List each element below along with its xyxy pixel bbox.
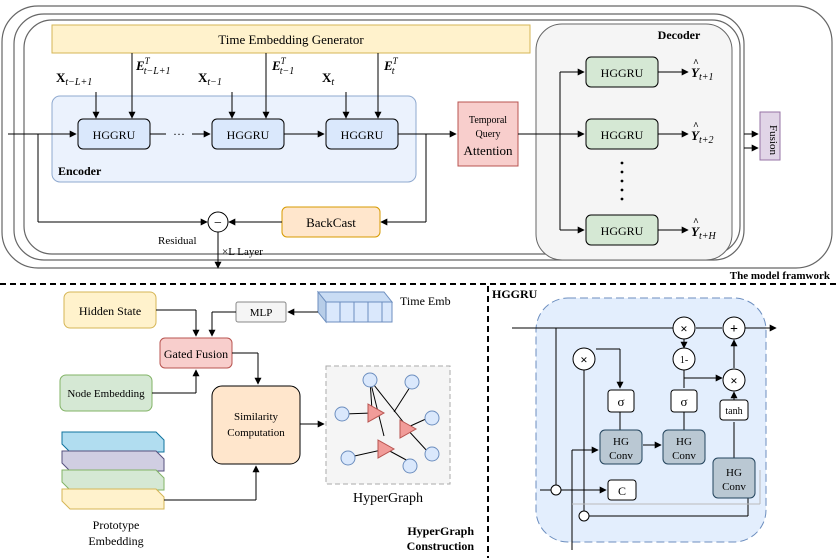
- svg-text:1-: 1-: [680, 355, 688, 366]
- hggru-section: HGGRU × ×: [492, 287, 777, 550]
- tqa-line-1: Temporal: [469, 115, 507, 126]
- hggru-title: HGGRU: [492, 287, 538, 301]
- output-y-1: Yt+1 ^: [691, 58, 713, 83]
- svg-text:Xt−L+1: Xt−L+1: [56, 70, 92, 88]
- svg-text:×: ×: [580, 352, 587, 367]
- framework-caption: The model framwork: [730, 270, 831, 282]
- hypergraph-label: HyperGraph: [353, 491, 423, 506]
- svg-text:^: ^: [693, 58, 699, 69]
- decoder-vertical-ellipsis: [620, 161, 624, 201]
- hggru-junction-1: [550, 484, 562, 496]
- hggru-multiply-right: [722, 368, 746, 392]
- hypergraph-nodes: [334, 372, 440, 474]
- encoder-label: Encoder: [58, 164, 102, 178]
- encoder-hggru-3-label: HGGRU: [341, 128, 384, 142]
- time-embedding-generator-box: [51, 24, 531, 54]
- svg-text:^: ^: [693, 217, 699, 228]
- decoder-hggru-1-label: HGGRU: [601, 66, 644, 80]
- hggru-sigma-1: [607, 389, 635, 413]
- svg-text:σ: σ: [680, 394, 687, 409]
- svg-text:ETt−1: ETt−1: [271, 56, 294, 77]
- svg-text:HG: HG: [726, 467, 742, 479]
- encoder-hggru-1-label: HGGRU: [93, 128, 136, 142]
- svg-text:HG: HG: [676, 436, 692, 448]
- decoder-hggru-3-label: HGGRU: [601, 224, 644, 238]
- svg-text:Xt−1: Xt−1: [198, 70, 222, 88]
- svg-text:HG: HG: [613, 436, 629, 448]
- residual-label: Residual: [158, 235, 197, 247]
- svg-text:Xt: Xt: [322, 70, 334, 88]
- time-embedding-generator-label: Time Embedding Generator: [218, 32, 364, 47]
- svg-text:tanh: tanh: [725, 406, 742, 417]
- output-y-3: Yt+H ^: [691, 217, 716, 242]
- hggru-hgconv-2: [662, 429, 706, 465]
- framework-middle-frame: [13, 13, 745, 261]
- residual-minus-sign: −: [214, 216, 222, 231]
- hggru-one-minus: [672, 347, 696, 371]
- hypergraph-caption-line-1: HyperGraph: [407, 524, 474, 538]
- svg-text:+: +: [730, 322, 738, 337]
- decoder-hggru-2-label: HGGRU: [601, 128, 644, 142]
- svg-text:σ: σ: [617, 394, 624, 409]
- node-embedding-label: Node Embedding: [67, 388, 145, 400]
- prototype-line-1: Prototype: [93, 518, 140, 532]
- hypergraph-caption-line-2: Construction: [407, 539, 475, 553]
- hggru-concat-box: [607, 479, 637, 501]
- svg-text:^: ^: [693, 121, 699, 132]
- svg-text:Conv: Conv: [672, 450, 696, 462]
- hggru-hgconv-3: [712, 457, 756, 499]
- hggru-junction-2: [578, 510, 590, 522]
- output-y-2: Yt+2 ^: [691, 121, 713, 146]
- mlp-label: MLP: [250, 307, 273, 319]
- hggru-hgconv-1: [599, 429, 643, 465]
- prototype-line-2: Embedding: [88, 534, 143, 548]
- framework-inner-frame: [23, 19, 741, 255]
- svg-text:ETt−L+1: ETt−L+1: [135, 56, 171, 77]
- input-x-3: Xt: [322, 70, 334, 88]
- tqa-line-3: Attention: [463, 143, 513, 158]
- similarity-line-2: Computation: [227, 427, 285, 439]
- hidden-state-label: Hidden State: [79, 304, 141, 318]
- svg-text:×: ×: [680, 321, 687, 336]
- svg-text:Yt+1: Yt+1: [691, 65, 713, 83]
- similarity-computation-box: [211, 385, 301, 465]
- time-emb-tensor: [316, 290, 394, 324]
- svg-text:×: ×: [730, 373, 737, 388]
- svg-text:Yt+H: Yt+H: [691, 224, 716, 242]
- svg-text:Yt+2: Yt+2: [691, 128, 713, 146]
- prototype-embedding-stack: [61, 431, 165, 510]
- backcast-label: BackCast: [306, 215, 356, 230]
- svg-text:Conv: Conv: [722, 481, 746, 493]
- input-x-1: Xt−L+1: [56, 70, 92, 88]
- time-emb-label: Time Emb: [400, 294, 451, 308]
- framework-outer-frame: [1, 5, 833, 269]
- framework-section: Time Embedding Generator Encoder Decoder…: [1, 5, 833, 282]
- svg-text:C: C: [618, 484, 626, 498]
- hggru-sigma-2: [670, 389, 698, 413]
- decoder-label: Decoder: [658, 28, 701, 42]
- similarity-line-1: Similarity: [234, 411, 279, 423]
- svg-text:Conv: Conv: [609, 450, 633, 462]
- fusion-box: [759, 111, 781, 161]
- hggru-add: [722, 316, 746, 340]
- hggru-multiply-top: [672, 316, 696, 340]
- gated-fusion-label: Gated Fusion: [164, 347, 228, 361]
- hggru-multiply-left: [572, 347, 596, 371]
- hyperedge-triangles: [367, 403, 418, 459]
- layer-label: ×L Layer: [222, 246, 263, 258]
- hypergraph-section: Hidden State MLP Time Emb Gated Fusion N…: [59, 290, 475, 553]
- hggru-tanh: [719, 399, 749, 421]
- input-x-2: Xt−1: [198, 70, 222, 88]
- encoder-ellipsis: ···: [173, 127, 185, 141]
- tqa-line-2: Query: [476, 129, 501, 140]
- svg-text:ETt: ETt: [383, 56, 399, 77]
- encoder-hggru-2-label: HGGRU: [227, 128, 270, 142]
- fusion-label: Fusion: [767, 125, 779, 155]
